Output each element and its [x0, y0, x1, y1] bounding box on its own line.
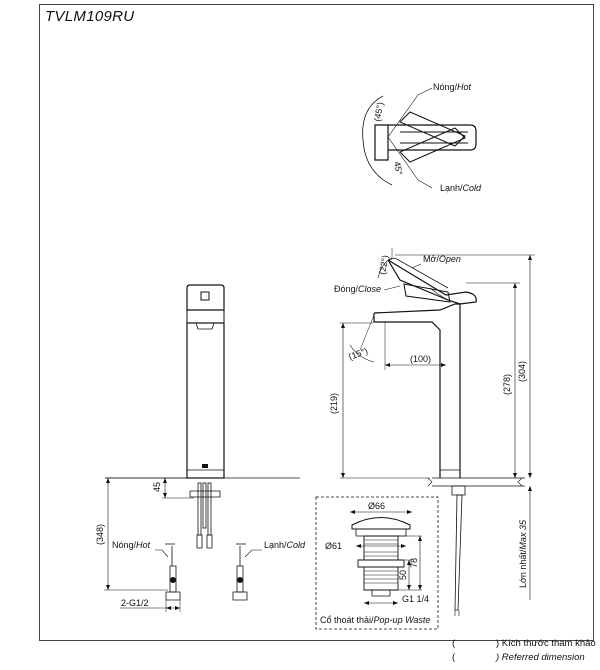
front-thread-label: 2-G1/2 — [121, 598, 149, 608]
top-angle-up-label: (45°) — [372, 101, 385, 122]
side-dim-304: (304) — [517, 361, 527, 382]
front-dim-45: 45 — [152, 482, 162, 492]
waste-h78: 78 — [409, 558, 419, 568]
top-view: (45°) 45° Nóng/Hot Lạnh/Cold — [362, 82, 482, 193]
drawing-frame — [39, 4, 594, 641]
model-number: TVLM109RU — [45, 8, 135, 25]
side-angle-lever: (22°) — [377, 254, 390, 275]
waste-label: Cổ thoát thải/Pop-up Waste — [320, 615, 430, 625]
waste-thread: G1 1/4 — [402, 594, 429, 604]
front-view: 45 (348) Nóng/Hot Lạnh/Cold 2-G1/2 — [95, 284, 306, 612]
side-open-label: Mở/Open — [423, 254, 461, 264]
side-max-label: Lớn nhất/Max 35 — [518, 519, 528, 588]
side-view: (219) (100) (15°) (22°) Mở/Open Đóng/Clo… — [329, 248, 535, 616]
legend-reference-vn: () Kích thước tham khảo — [452, 638, 596, 649]
waste-d61: Ø61 — [325, 541, 342, 551]
popup-waste: Ø66 Ø61 50 78 G1 1/4 Cổ thoát thải/Pop-u… — [315, 496, 439, 630]
side-dim-219: (219) — [329, 393, 339, 414]
front-hot-label: Nóng/Hot — [112, 540, 151, 550]
top-angle-down-label: 45° — [392, 161, 404, 177]
waste-h50: 50 — [398, 570, 408, 580]
front-cold-label: Lạnh/Cold — [264, 540, 306, 550]
legend-reference-en: () Referred dimension — [452, 652, 585, 663]
waste-d66: Ø66 — [368, 501, 385, 511]
side-close-label: Đóng/Close — [334, 284, 381, 294]
front-dim-348: (348) — [95, 524, 105, 545]
top-cold-label: Lạnh/Cold — [440, 183, 482, 193]
side-dim-100: (100) — [410, 354, 431, 364]
side-dim-278: (278) — [502, 374, 512, 395]
top-hot-label: Nóng/Hot — [433, 82, 472, 92]
